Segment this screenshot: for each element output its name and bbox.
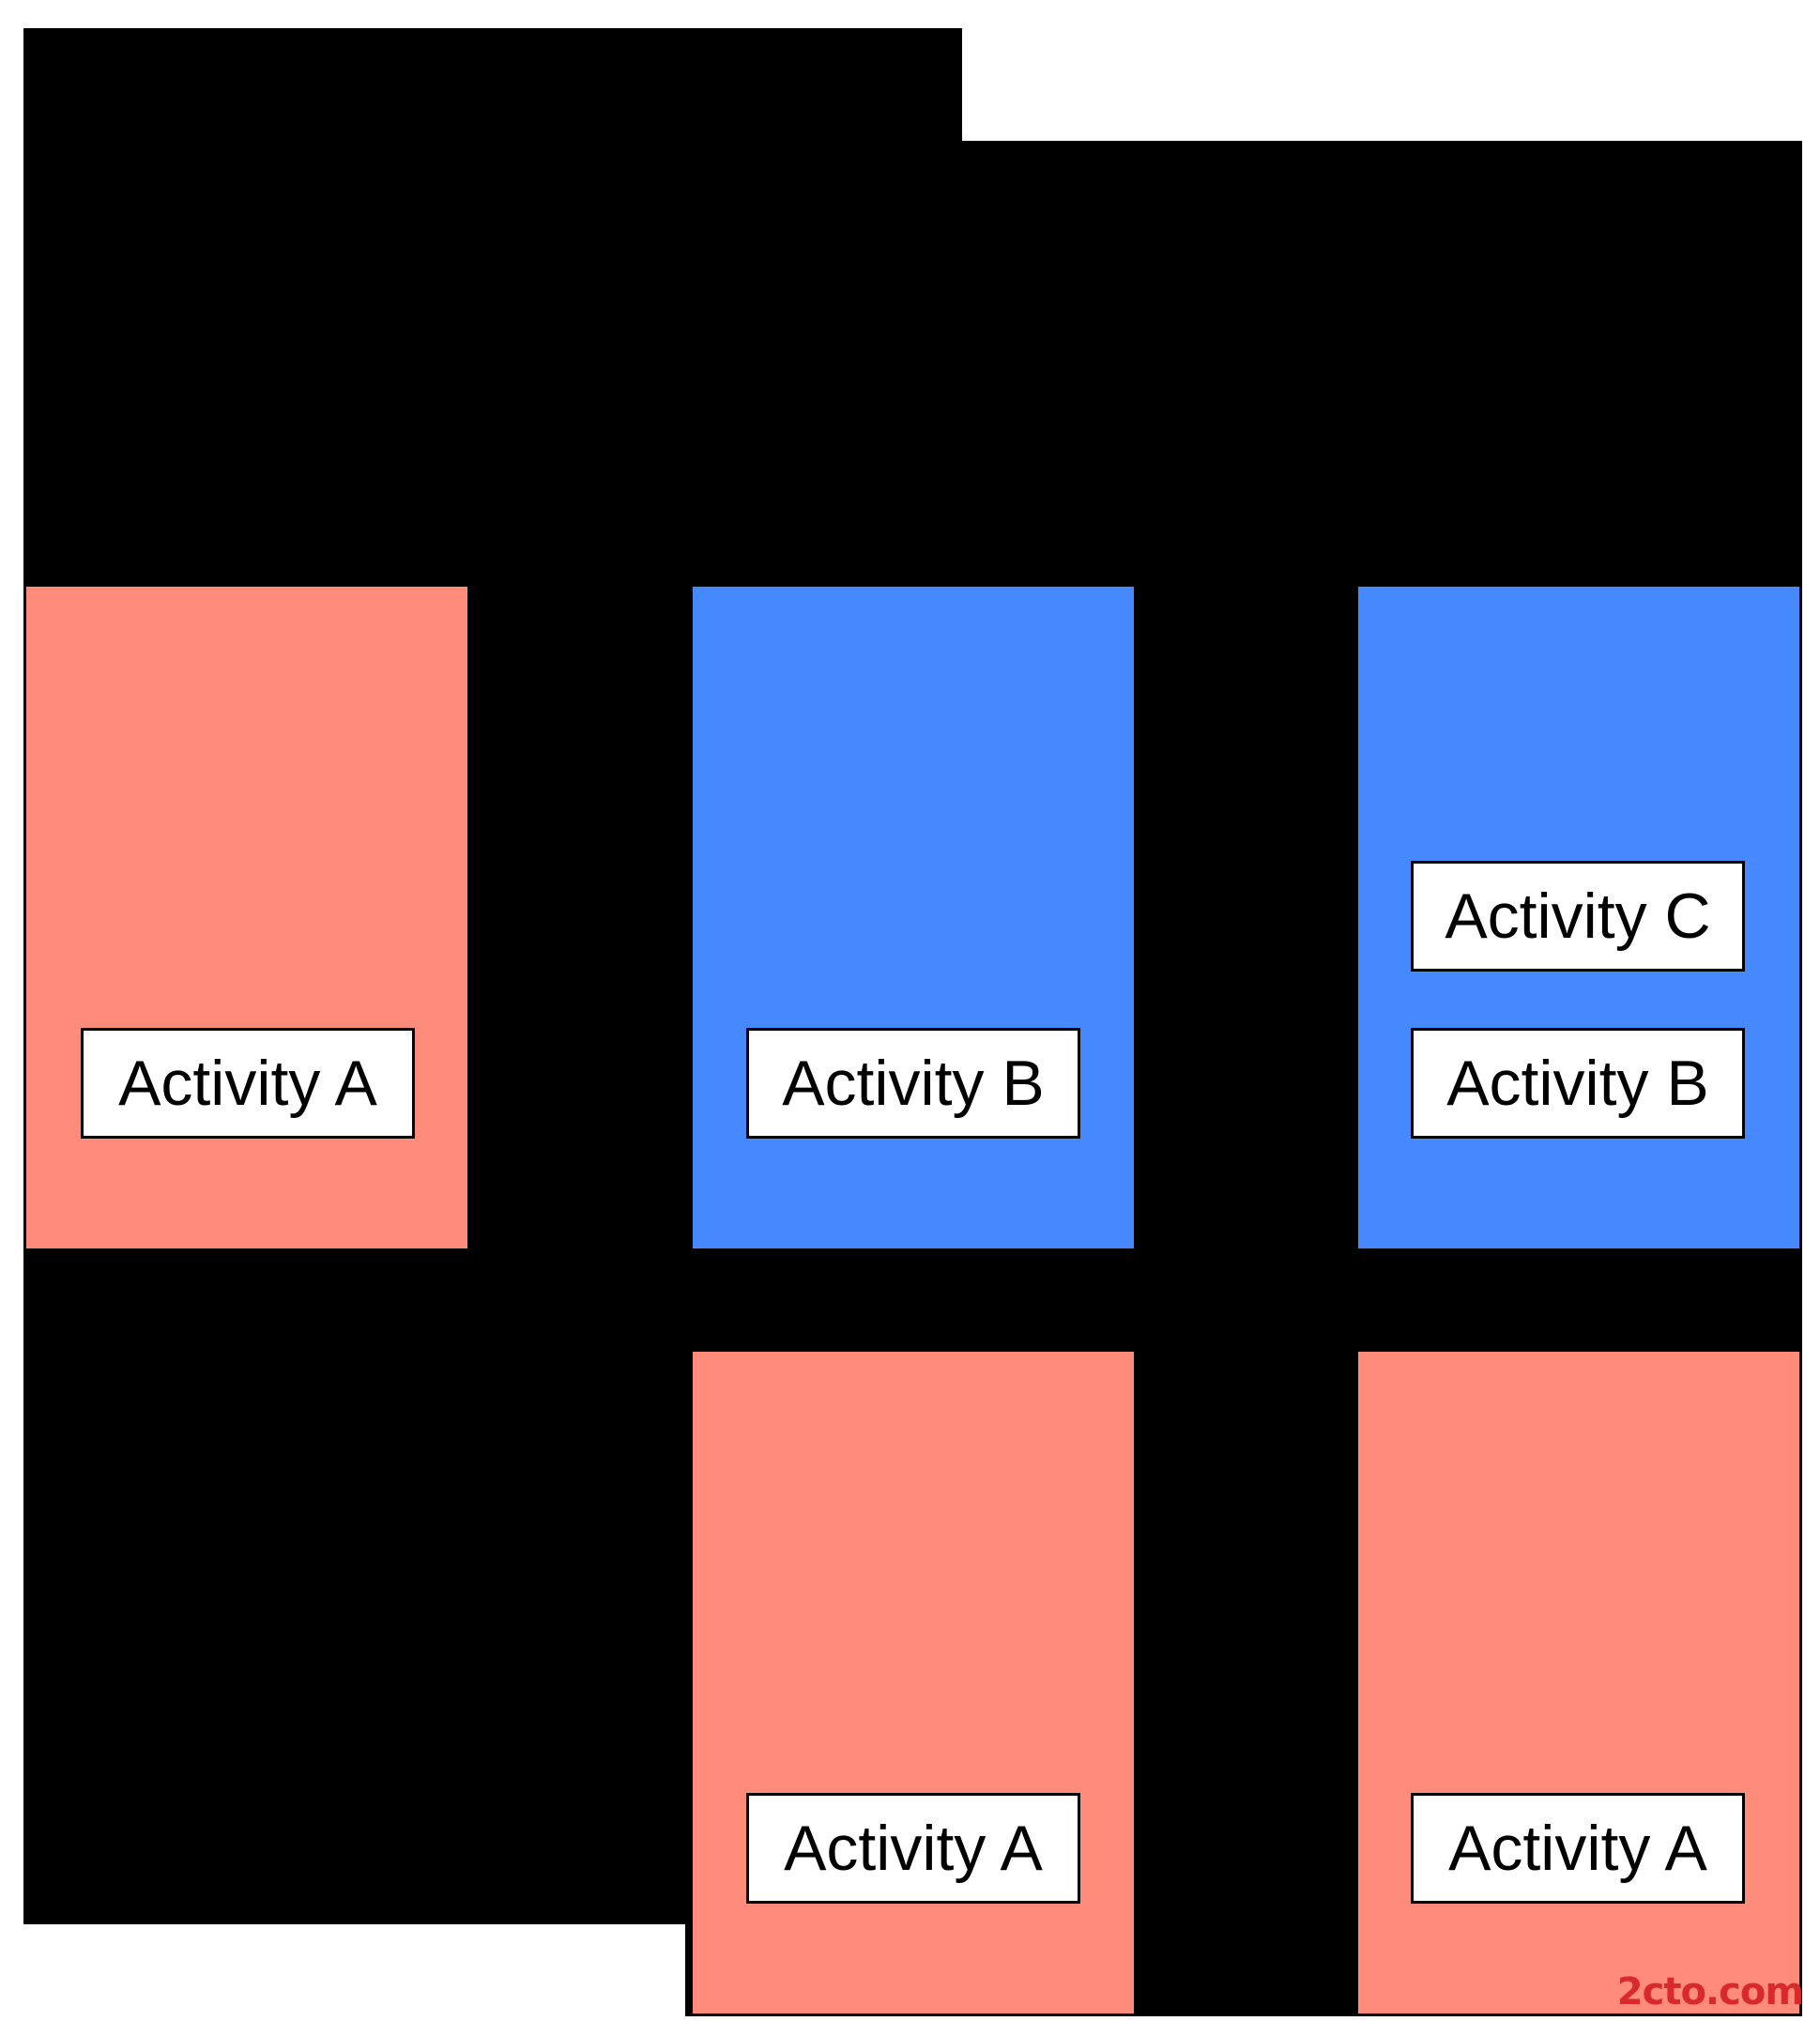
activity-a-box: Activity A — [746, 1793, 1080, 1904]
task-stack-middle-bottom: Activity A — [693, 1352, 1134, 2013]
activity-b-box: Activity B — [1411, 1028, 1745, 1139]
task-stack-right-bottom: Activity A — [1358, 1352, 1799, 2013]
activity-c-box: Activity C — [1411, 861, 1745, 972]
activity-a-box: Activity A — [81, 1028, 415, 1139]
task-stack-right-top: Activity C Activity B — [1358, 587, 1799, 1248]
task-stack-left: Activity A — [26, 587, 467, 1248]
watermark-logo: 2cto.com — [1616, 1970, 1804, 2013]
activity-b-box: Activity B — [746, 1028, 1080, 1139]
activity-a-box: Activity A — [1411, 1793, 1745, 1904]
task-stack-middle-top: Activity B — [693, 587, 1134, 1248]
